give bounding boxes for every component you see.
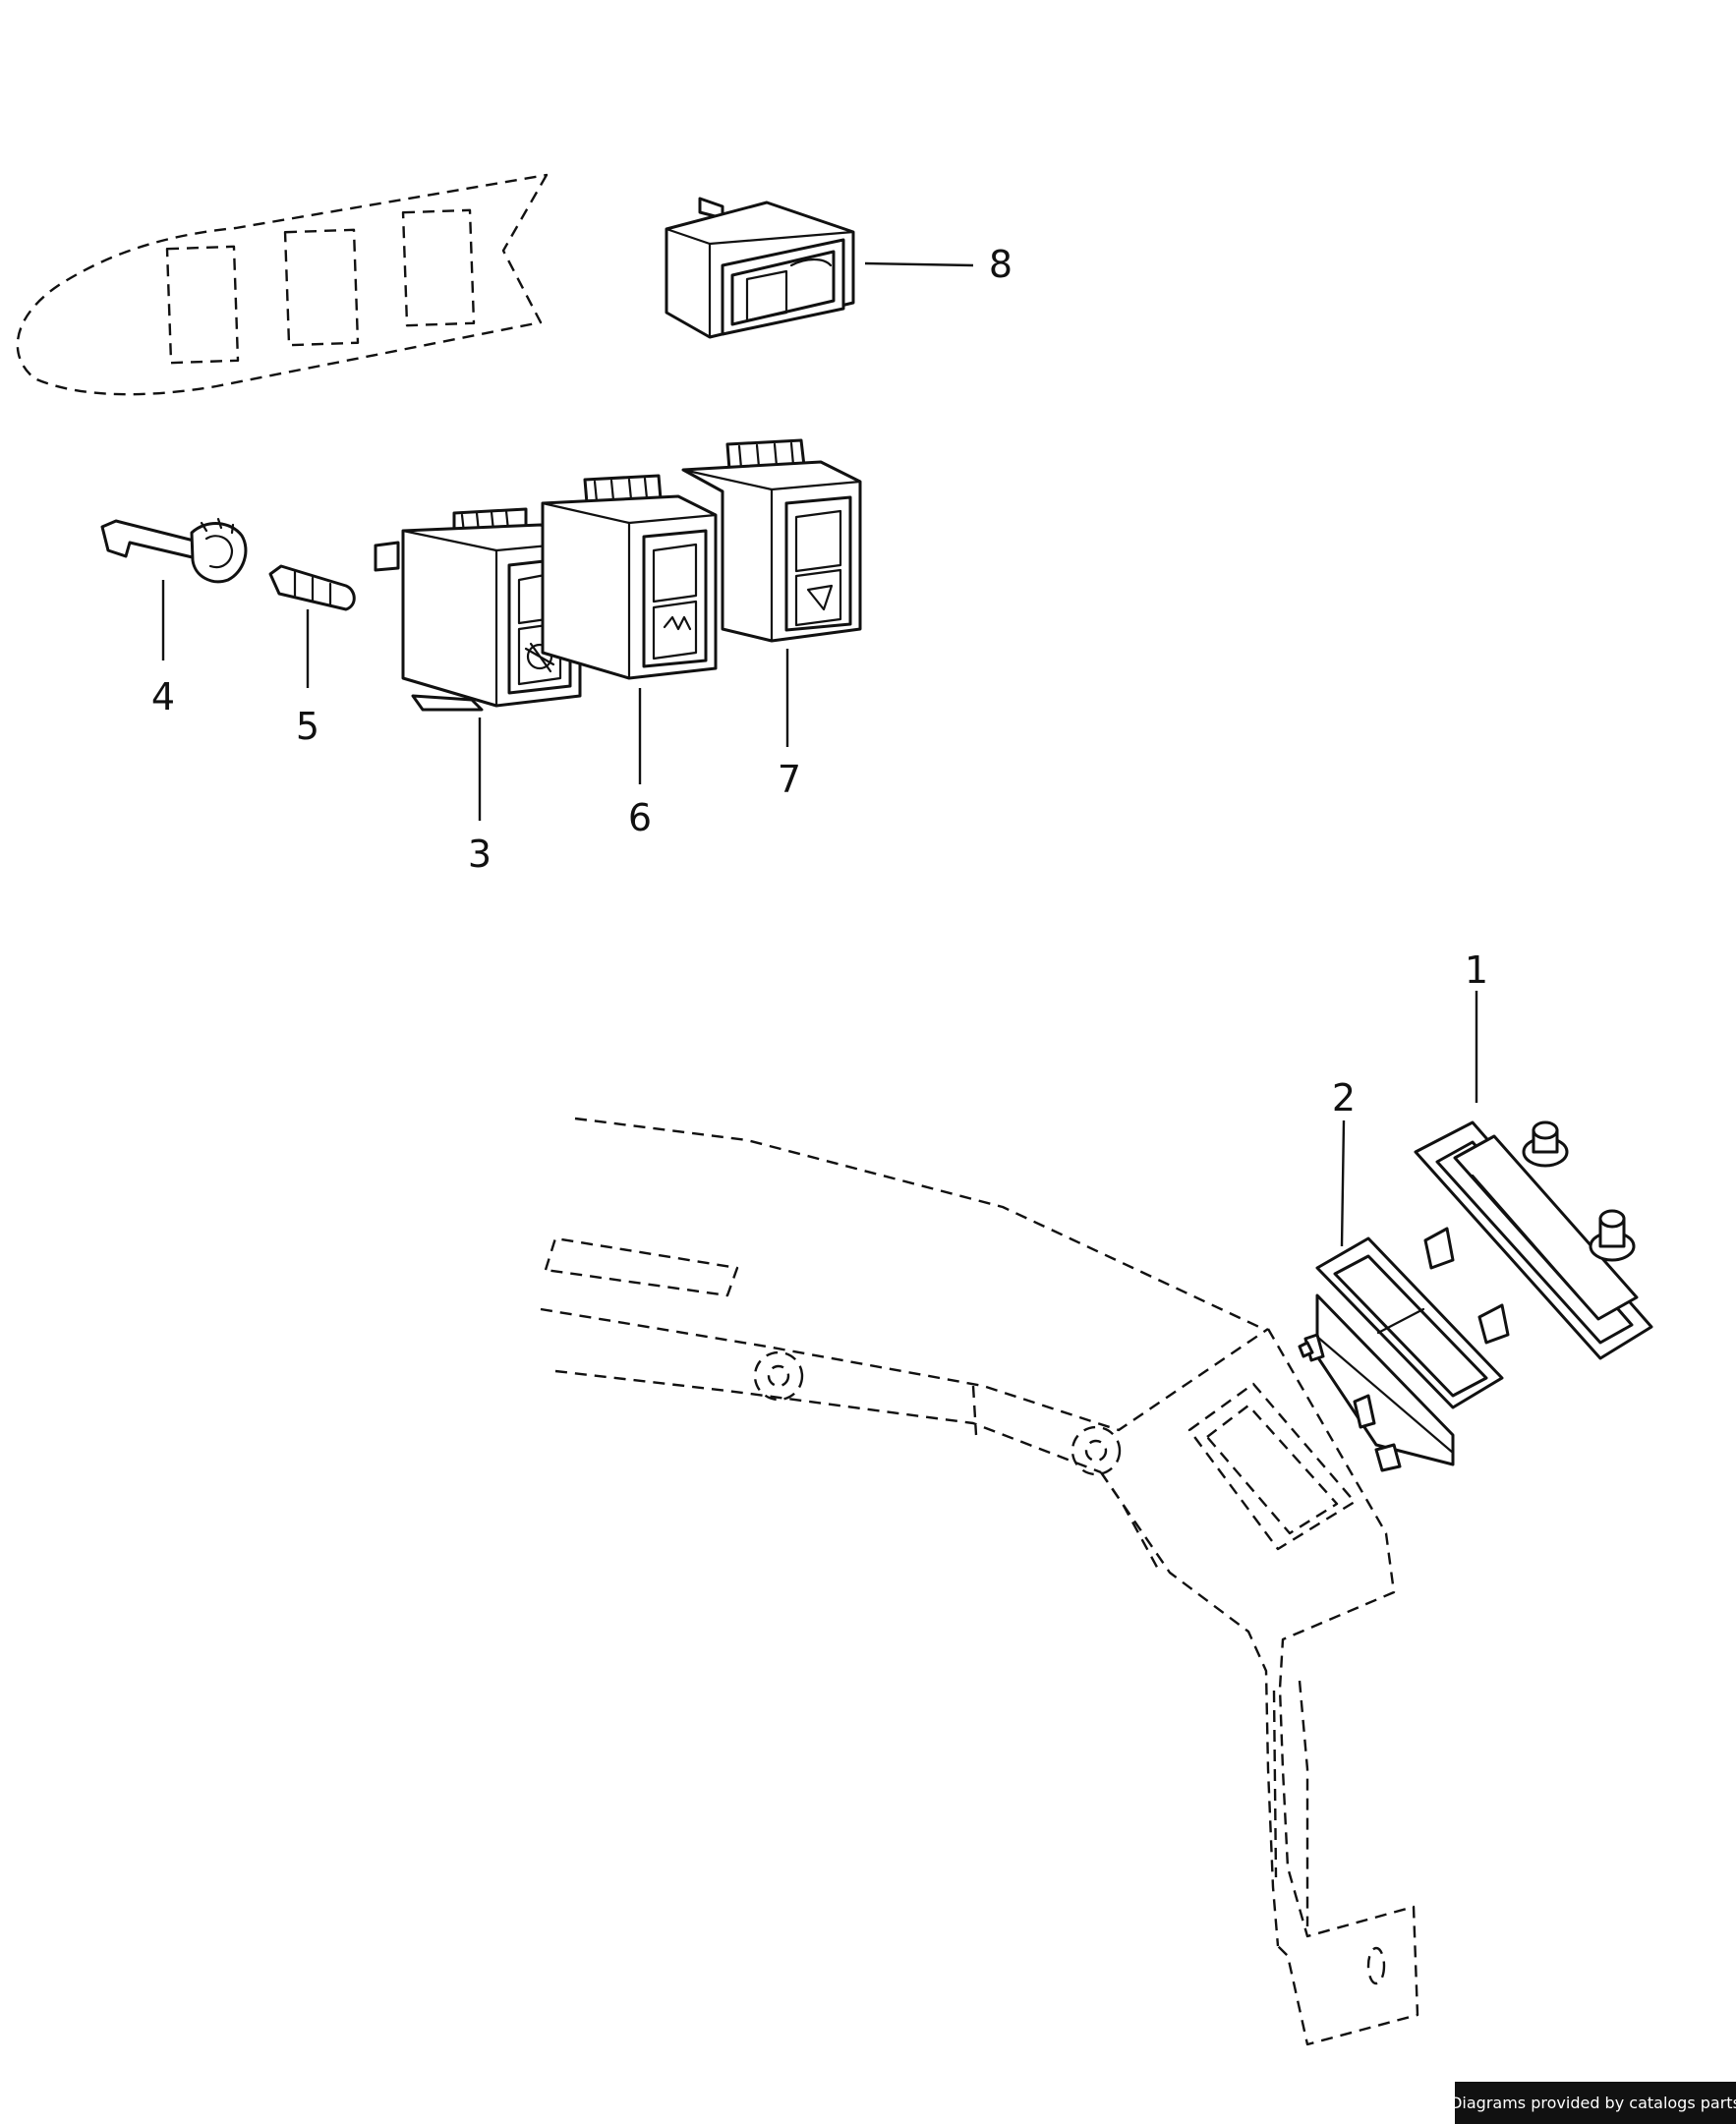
callout-1: 1 — [1465, 948, 1488, 992]
bulb-part-5 — [268, 564, 356, 611]
switch-part-8 — [665, 197, 855, 339]
switch-part-1 — [1414, 1120, 1653, 1360]
callout-7: 7 — [778, 758, 801, 801]
callout-6: 6 — [628, 796, 652, 839]
callout-8: 8 — [989, 243, 1013, 286]
credit-badge: Diagrams provided by catalogs parts — [1450, 2082, 1736, 2124]
dashboard-trim-panel-outline — [16, 173, 549, 396]
leader-lines — [161, 261, 1478, 1247]
bulb-holder-part-4 — [100, 517, 248, 584]
switch-part-2 — [1298, 1236, 1504, 1472]
callout-3: 3 — [468, 832, 492, 876]
switch-part-3 — [374, 507, 582, 712]
dashboard-structure-outline — [540, 1117, 1419, 2046]
switch-part-7 — [681, 438, 862, 643]
callout-2: 2 — [1332, 1076, 1356, 1119]
callout-5: 5 — [296, 705, 319, 748]
callout-4: 4 — [151, 675, 175, 718]
switch-part-6 — [541, 474, 718, 680]
